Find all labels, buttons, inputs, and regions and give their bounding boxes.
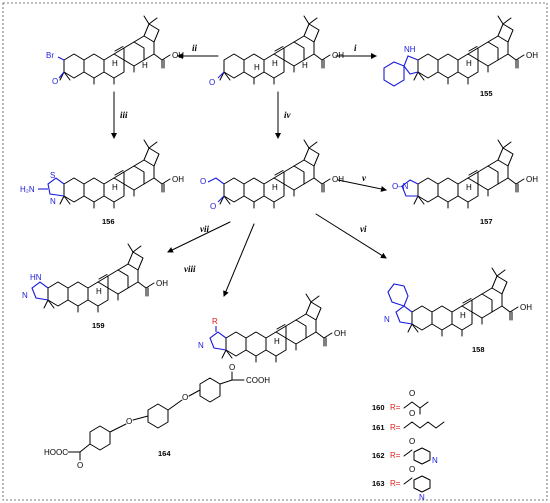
atom-pyrazole-n: N xyxy=(22,291,28,300)
atom-o: O xyxy=(409,465,415,474)
compound-number-160: 160 xyxy=(372,403,385,412)
step-label-vii: vii xyxy=(200,224,209,234)
atom-cooh: COOH xyxy=(246,376,270,385)
compound-159: HN N OH H 159 xyxy=(22,243,168,330)
atom-oh: OH xyxy=(156,279,168,288)
atom-aldehyde-o: O xyxy=(200,177,206,186)
atom-r: R xyxy=(212,317,218,326)
r-group-161: 161 R= O xyxy=(372,409,445,432)
atom-hn: HN xyxy=(30,273,42,282)
atom-h: H xyxy=(112,183,118,192)
atom-oh: OH xyxy=(172,175,184,184)
atom-o: O xyxy=(409,389,415,398)
atom-ketone-o: O xyxy=(209,78,215,87)
atom-ketone-o: O xyxy=(52,77,58,86)
atom-h: H xyxy=(466,183,472,192)
atom-ketone-o: O xyxy=(210,202,216,211)
atom-h2n: H₂N xyxy=(20,185,35,194)
compound-formyl-ketone: O O OH H xyxy=(200,139,344,211)
atom-ketone-o: O xyxy=(77,461,83,470)
atom-h: H xyxy=(274,337,280,346)
arrow-i: i xyxy=(335,43,377,59)
r-group-163: 163 R= O N xyxy=(372,465,431,502)
atom-ether-o: O xyxy=(182,393,188,402)
compound-number-163: 163 xyxy=(372,479,385,488)
compound-number-158: 158 xyxy=(472,345,485,354)
compound-164: O O O COOH O HOOC 164 xyxy=(44,363,270,470)
compound-number-161: 161 xyxy=(372,423,385,432)
atom-oh: OH xyxy=(334,329,346,338)
compound-bromoketone: Br O OH H H xyxy=(46,15,184,86)
arrow-ii: ii xyxy=(177,43,219,59)
step-label-vi: vi xyxy=(360,224,367,234)
arrow-iv: iv xyxy=(275,91,292,139)
atom-h: H xyxy=(302,61,308,70)
arrow-vii: vii xyxy=(167,221,231,253)
compound-number-155: 155 xyxy=(480,89,493,98)
atom-h: H xyxy=(112,59,118,68)
atom-h: H xyxy=(466,59,472,68)
atom-pyridine-n: N xyxy=(432,456,438,465)
r-equals: R= xyxy=(390,423,401,432)
compound-number-156: 156 xyxy=(102,217,115,226)
atom-oh: OH xyxy=(332,175,344,184)
atom-n: N xyxy=(50,197,56,206)
r-equals: R= xyxy=(390,479,401,488)
compound-158: N OH H 158 xyxy=(384,267,532,354)
compound-number-162: 162 xyxy=(372,451,385,460)
compound-number-157: 157 xyxy=(480,217,493,226)
atom-br: Br xyxy=(46,51,54,60)
atom-oh: OH xyxy=(526,51,538,60)
compound-157: O–N OH H 157 xyxy=(392,139,538,226)
atom-oh: OH xyxy=(520,303,532,312)
atom-h: H xyxy=(272,59,278,68)
atom-isoxazole-on: O–N xyxy=(392,182,409,191)
r-equals: R= xyxy=(390,451,401,460)
atom-hooc: HOOC xyxy=(44,448,68,457)
atom-ether-o: O xyxy=(126,417,132,426)
step-label-ii: ii xyxy=(192,43,198,53)
r-group-162: 162 R= O N xyxy=(372,437,438,465)
compound-number-159: 159 xyxy=(92,321,105,330)
arrow-v: v xyxy=(337,173,387,192)
r-group-160: 160 R= O xyxy=(372,389,429,415)
atom-ketone-o: O xyxy=(229,363,235,372)
compound-156: S N H₂N OH H 156 xyxy=(20,139,184,226)
compound-oleanonic-acid: O OH H H H xyxy=(209,15,344,87)
step-label-i: i xyxy=(354,43,357,53)
step-label-viii: viii xyxy=(184,264,196,274)
atom-h: H xyxy=(460,311,466,320)
arrow-vi: vi xyxy=(315,213,387,259)
step-label-iii: iii xyxy=(120,110,128,120)
arrow-iii: iii xyxy=(111,91,128,139)
atom-pyrazole-n: N xyxy=(198,341,204,350)
atom-h: H xyxy=(96,287,102,296)
compound-155: NH OH H 155 xyxy=(383,15,538,98)
atom-oh: OH xyxy=(526,175,538,184)
atom-pyrazole-n: N xyxy=(384,315,390,324)
atom-pyridine-n: N xyxy=(419,493,425,502)
compound-number-164: 164 xyxy=(158,449,171,458)
atom-o: O xyxy=(409,409,415,418)
r-equals: R= xyxy=(390,403,401,412)
arrow-viii: viii xyxy=(184,223,255,297)
atom-o: O xyxy=(409,437,415,446)
step-label-v: v xyxy=(362,173,367,183)
compound-r-pyrazole: R N OH H xyxy=(198,293,346,363)
step-label-iv: iv xyxy=(284,110,292,120)
atom-h: H xyxy=(272,183,278,192)
atom-h: H xyxy=(142,61,148,70)
atom-nh: NH xyxy=(404,45,416,54)
atom-s: S xyxy=(50,171,55,180)
atom-h: H xyxy=(254,63,260,72)
